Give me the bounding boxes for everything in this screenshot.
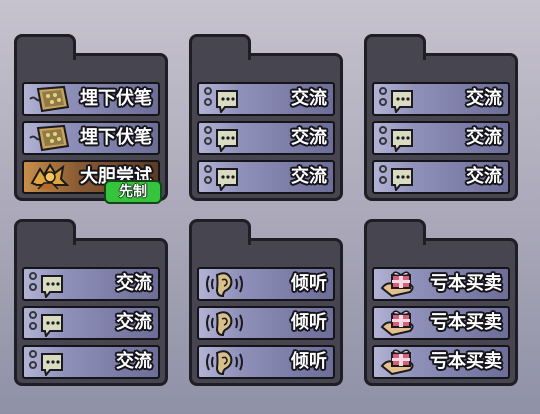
deck-panel-4: 交流 交流 交流 xyxy=(14,219,168,386)
chat-bubble-icon xyxy=(28,309,72,337)
gift-box-icon xyxy=(378,270,422,298)
card-label: 亏本买卖 xyxy=(430,273,502,294)
card-bold-attempt[interactable]: 大胆尝试 xyxy=(22,160,160,194)
card-label: 亏本买卖 xyxy=(430,312,502,333)
deck-panel-1: 埋下伏笔 埋下伏笔 大胆尝试 xyxy=(14,34,168,201)
chat-bubble-icon xyxy=(203,85,247,113)
chat-bubble-icon xyxy=(378,124,422,152)
card-label: 交流 xyxy=(291,166,327,187)
card-label: 交流 xyxy=(116,351,152,372)
deck-panel-6: 亏本买卖 亏本买卖 亏本买卖 xyxy=(364,219,518,386)
card-label: 交流 xyxy=(466,166,502,187)
card-listen[interactable]: 倾听 xyxy=(197,267,335,301)
card-communicate[interactable]: 交流 xyxy=(372,160,510,194)
card-label: 交流 xyxy=(116,312,152,333)
card-label: 倾听 xyxy=(291,312,327,333)
card-label: 交流 xyxy=(466,127,502,148)
card-label: 交流 xyxy=(291,88,327,109)
card-label: 埋下伏笔 xyxy=(80,127,152,148)
card-label: 交流 xyxy=(116,273,152,294)
chat-bubble-icon xyxy=(28,348,72,376)
card-label: 倾听 xyxy=(291,351,327,372)
card-communicate[interactable]: 交流 xyxy=(372,82,510,116)
card-communicate[interactable]: 交流 xyxy=(197,160,335,194)
preemptive-badge: 先制 xyxy=(104,180,162,204)
card-communicate[interactable]: 交流 xyxy=(22,306,160,340)
card-plant-foreshadow[interactable]: 埋下伏笔 xyxy=(22,121,160,155)
deck-panel-2: 交流 交流 交流 xyxy=(189,34,343,201)
deck-panel-3: 交流 交流 交流 xyxy=(364,34,518,201)
card-communicate[interactable]: 交流 xyxy=(372,121,510,155)
gift-box-icon xyxy=(378,348,422,376)
card-label: 倾听 xyxy=(291,273,327,294)
deck-panel-5: 倾听 倾听 倾听 xyxy=(189,219,343,386)
ear-icon xyxy=(203,348,247,376)
card-losing-deal[interactable]: 亏本买卖 xyxy=(372,306,510,340)
card-communicate[interactable]: 交流 xyxy=(22,345,160,379)
card-losing-deal[interactable]: 亏本买卖 xyxy=(372,345,510,379)
card-losing-deal[interactable]: 亏本买卖 xyxy=(372,267,510,301)
card-communicate[interactable]: 交流 xyxy=(22,267,160,301)
card-label: 交流 xyxy=(466,88,502,109)
chat-bubble-icon xyxy=(378,163,422,191)
card-communicate[interactable]: 交流 xyxy=(197,121,335,155)
card-label: 埋下伏笔 xyxy=(80,88,152,109)
paper-plan-icon xyxy=(28,124,72,152)
chat-bubble-icon xyxy=(28,270,72,298)
card-label: 交流 xyxy=(291,127,327,148)
card-communicate[interactable]: 交流 xyxy=(197,82,335,116)
chat-bubble-icon xyxy=(203,163,247,191)
card-listen[interactable]: 倾听 xyxy=(197,345,335,379)
chat-bubble-icon xyxy=(203,124,247,152)
paper-plan-icon xyxy=(28,85,72,113)
card-plant-foreshadow[interactable]: 埋下伏笔 xyxy=(22,82,160,116)
ear-icon xyxy=(203,309,247,337)
bold-figure-icon xyxy=(28,163,72,191)
card-listen[interactable]: 倾听 xyxy=(197,306,335,340)
card-label: 亏本买卖 xyxy=(430,351,502,372)
chat-bubble-icon xyxy=(378,85,422,113)
gift-box-icon xyxy=(378,309,422,337)
ear-icon xyxy=(203,270,247,298)
